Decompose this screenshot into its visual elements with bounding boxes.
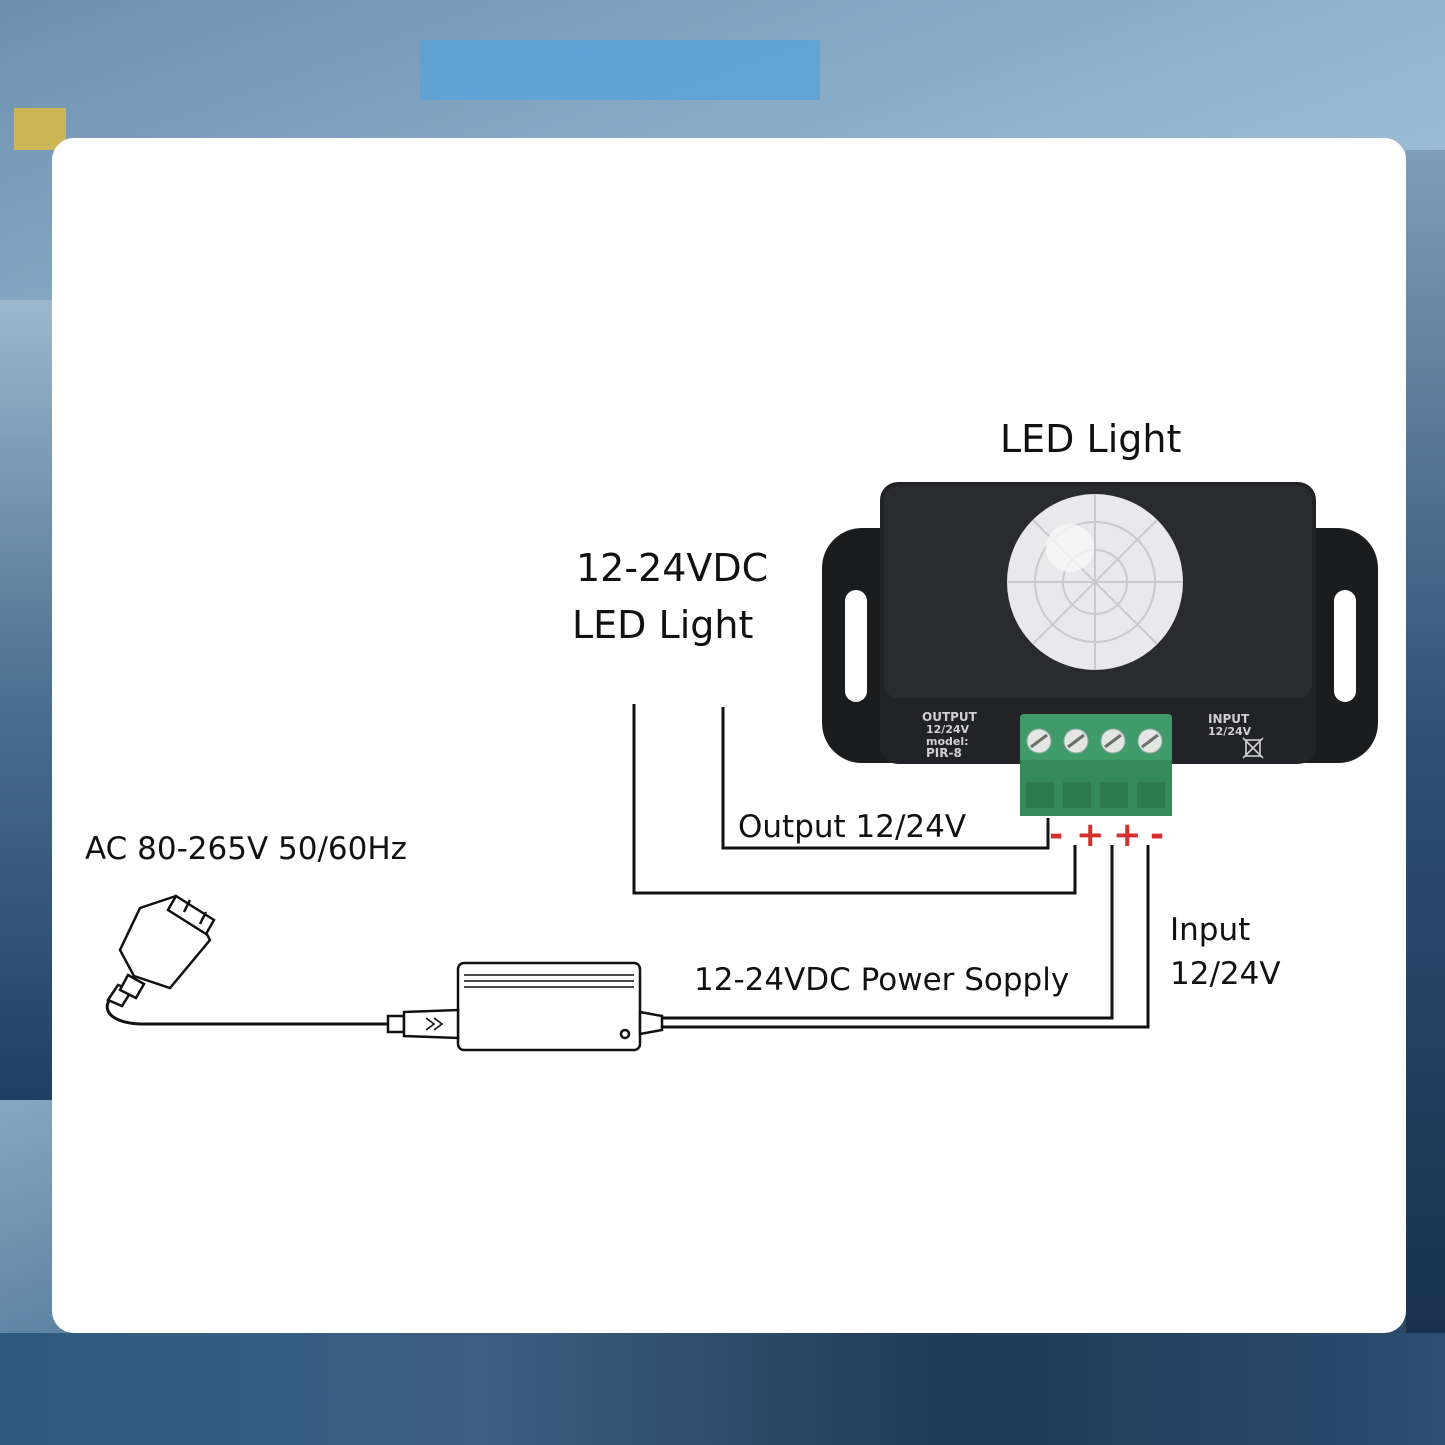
led-dc-label-line2: LED Light [572,603,753,647]
polarity-mark: - [1150,815,1164,855]
pir-lens-facets [1007,494,1183,670]
wire-led-positive [632,704,1077,895]
led-dc-label-line1: 12-24VDC [576,546,768,590]
polarity-markers: - + + - [1049,815,1164,855]
output-label: Output 12/24V [738,809,966,845]
bg-bottom-gear [0,1333,1445,1445]
wire-ac-cable [105,988,388,1026]
mounting-slot-right [1334,590,1356,702]
wire-input-negative [662,845,1150,1029]
bg-right-machine [1406,150,1445,1350]
power-supply-icon [386,961,664,1052]
pir-lens-highlight [1046,524,1094,572]
power-supply-label: 12-24VDC Power Sopply [694,962,1069,998]
device-input-label: INPUT [1208,712,1250,726]
device-output-voltage: 12/24V [926,723,970,736]
mounting-slot-left [845,590,867,702]
terminal-sockets [1026,782,1165,808]
input-label-line2: 12/24V [1170,956,1281,992]
wire-input-positive [662,845,1114,1020]
recycle-bin-icon [1242,737,1264,759]
led-light-title: LED Light [1000,417,1181,461]
device-output-label: OUTPUT [922,710,978,724]
polarity-mark: - [1049,815,1063,855]
device-model-label: model: [926,735,969,748]
ac-plug-icon [106,894,216,1008]
input-label-line1: Input [1170,912,1250,948]
device-input-voltage: 12/24V [1208,725,1252,738]
ac-input-label: AC 80-265V 50/60Hz [85,831,407,867]
polarity-mark: + [1076,815,1105,855]
wire-led-negative [721,707,1050,850]
bg-yellow-sign [14,108,66,150]
wires [105,704,1150,1029]
bg-light-panel [420,40,820,100]
bg-left-machine [0,300,52,1100]
terminal-screws [1026,728,1163,754]
polarity-mark: + [1113,815,1142,855]
terminal-block [1020,714,1172,816]
device-model: PIR-8 [926,746,962,760]
pir-sensor-device: OUTPUT 12/24V model: PIR-8 INPUT 12/24V [822,482,1378,816]
